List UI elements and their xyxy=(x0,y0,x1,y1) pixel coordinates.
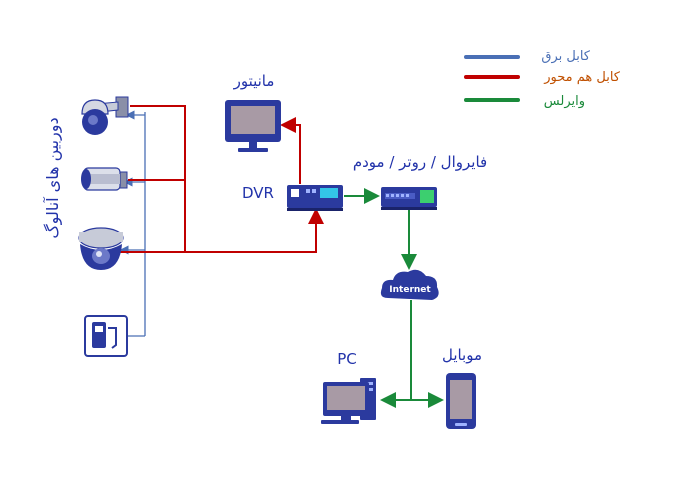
bullet-camera-icon xyxy=(81,167,128,191)
network-links xyxy=(344,188,444,408)
cameras-label: دوربین های آنالوگ xyxy=(43,117,63,238)
internet-cloud-icon: Internet xyxy=(380,269,439,300)
mobile-icon xyxy=(446,373,476,429)
router-icon xyxy=(381,187,437,210)
legend: کابل برق کابل هم محور وایرلس xyxy=(464,49,621,109)
mobile-label: موبایل xyxy=(442,346,482,364)
ptz-camera-icon xyxy=(81,96,129,135)
pc-label: PC xyxy=(337,350,357,368)
dvr-icon xyxy=(287,185,343,211)
power-supply-icon xyxy=(84,315,128,357)
dome-camera-icon xyxy=(78,227,124,270)
legend-label-power: کابل برق xyxy=(541,49,590,64)
legend-label-wireless: وایرلس xyxy=(544,94,585,109)
router-label: فایروال / روتر / مودم xyxy=(353,153,487,171)
legend-label-coax: کابل هم محور xyxy=(543,70,621,85)
monitor-icon xyxy=(225,100,281,152)
pc-icon xyxy=(321,378,376,424)
power-cables xyxy=(119,110,146,337)
dvr-label: DVR xyxy=(242,184,274,202)
monitor-label: مانیتور xyxy=(233,72,275,90)
internet-label: Internet xyxy=(389,285,431,295)
coax-cables xyxy=(120,105,324,253)
